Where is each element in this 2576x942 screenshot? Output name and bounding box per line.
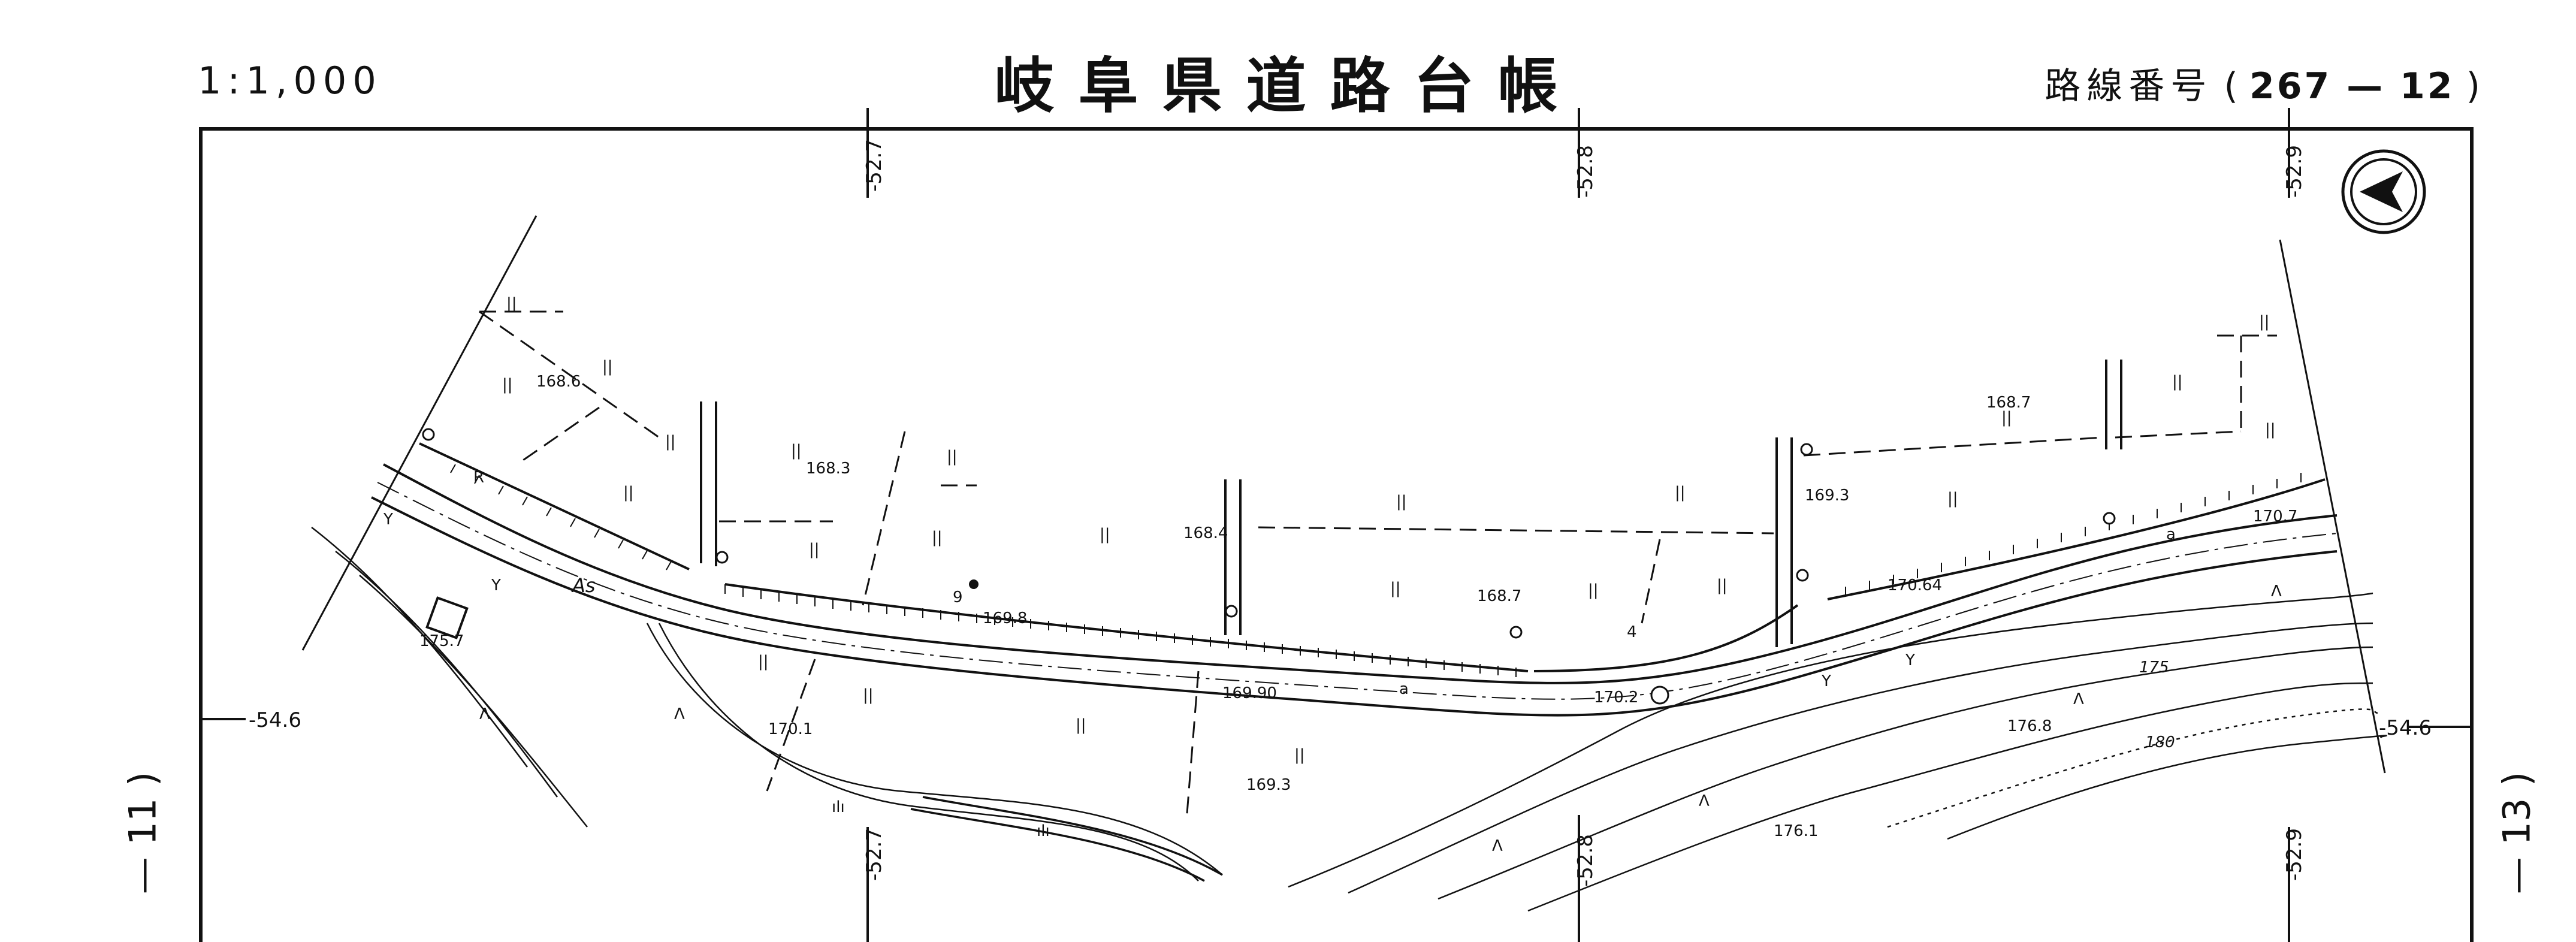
paddy-symbol: ||	[863, 686, 874, 704]
road-mark: 9	[953, 588, 963, 606]
road-mark: Y	[491, 576, 501, 594]
paddy-symbol: ||	[791, 442, 802, 460]
road-mark: Y	[383, 511, 393, 529]
contour-label: 180	[2145, 733, 2175, 751]
cliff-symbol: Λ	[2073, 690, 2084, 708]
cliff-symbol: Λ	[1492, 837, 1503, 855]
contour-label: 175	[2139, 659, 2169, 677]
elevation-label: 170.7	[2253, 508, 2297, 526]
paddy-symbol: ||	[506, 295, 517, 313]
paddy-symbol: ||	[2265, 421, 2276, 439]
grid-label-top-2: -52.8	[1574, 145, 1597, 198]
grid-label-bottom-2: -52.8	[1574, 834, 1597, 887]
elevation-label: 169.90	[1222, 684, 1277, 702]
paddy-symbol: ||	[2259, 313, 2270, 331]
paddy-symbol: ||	[932, 529, 943, 547]
elevation-label: 170.1	[768, 720, 813, 738]
paddy-symbol: ||	[1294, 746, 1305, 764]
road-mark: R	[473, 469, 484, 487]
elevation-label: 170.64	[1888, 576, 1942, 594]
road-mark: a	[2166, 526, 2176, 544]
paddy-symbol: ||	[947, 448, 958, 466]
north-arrow-icon	[2341, 149, 2426, 234]
paddy-symbol: ||	[623, 484, 634, 502]
paddy-symbol: ||	[758, 653, 769, 671]
elevation-label: 168.6	[536, 373, 581, 391]
grid-label-left: -54.6	[249, 708, 301, 732]
paddy-symbol: ||	[809, 541, 820, 558]
paddy-symbol: ||	[1396, 493, 1407, 511]
paddy-symbol: ||	[1076, 716, 1086, 734]
map-scale: 1:1,000	[198, 59, 382, 102]
sparse-symbol: ılı	[832, 798, 845, 816]
paddy-symbol: ||	[1390, 579, 1401, 597]
paddy-symbol: ||	[2172, 373, 2183, 391]
elevation-label: 169.3	[1805, 487, 1849, 505]
route-number-close: )	[2466, 65, 2480, 107]
road-mark: Y	[1905, 651, 1915, 669]
elevation-label: 176.8	[2007, 717, 2052, 735]
road-mark: Y	[1821, 672, 1831, 690]
paddy-symbol: ||	[1675, 484, 1686, 502]
elevation-label: 168.4	[1183, 524, 1228, 542]
road-mark: 4	[1627, 623, 1637, 641]
cliff-symbol: Λ	[674, 705, 685, 723]
route-number-value: 267 — 12	[2249, 65, 2455, 107]
sparse-symbol: ılı	[1037, 822, 1050, 840]
cliff-symbol: Λ	[2271, 582, 2282, 600]
elevation-label: 168.7	[1477, 587, 1521, 605]
paddy-symbol: ||	[2001, 409, 2012, 427]
cliff-symbol: Λ	[479, 705, 490, 723]
paddy-symbol: ||	[1100, 526, 1110, 544]
cliff-symbol: Λ	[1699, 792, 1710, 810]
grid-label-top-1: -52.7	[862, 139, 886, 192]
elevation-label: 168.3	[806, 460, 850, 478]
elevation-label: 169.3	[1246, 776, 1291, 794]
elevation-label: 175.7	[419, 632, 464, 650]
paddy-symbol: ||	[1947, 490, 1958, 508]
grid-label-top-3: -52.9	[2282, 145, 2306, 198]
paddy-symbol: ||	[1588, 581, 1599, 599]
paddy-symbol: ||	[665, 433, 676, 451]
elevation-label: 176.1	[1774, 822, 1818, 840]
elevation-label: 168.7	[1986, 394, 2031, 412]
paddy-symbol: ||	[602, 358, 613, 376]
paddy-symbol: ||	[1717, 576, 1728, 594]
route-number-open: (	[2224, 65, 2238, 107]
grid-label-bottom-3: -52.9	[2282, 828, 2306, 881]
elevation-label: 170.2	[1594, 689, 1638, 707]
route-number-label: 路線番号	[2045, 65, 2213, 107]
road-mark: a	[1399, 680, 1409, 698]
route-number: 路線番号 ( 267 — 12 )	[2045, 57, 2480, 109]
paddy-symbol: ||	[502, 376, 513, 394]
elevation-label: 169.8	[983, 609, 1027, 627]
page-title: 岐阜県道路台帳	[994, 51, 1582, 121]
asphalt-label: As	[571, 574, 596, 597]
grid-label-right: -54.6	[2379, 716, 2432, 740]
grid-label-bottom-1: -52.7	[862, 828, 886, 881]
